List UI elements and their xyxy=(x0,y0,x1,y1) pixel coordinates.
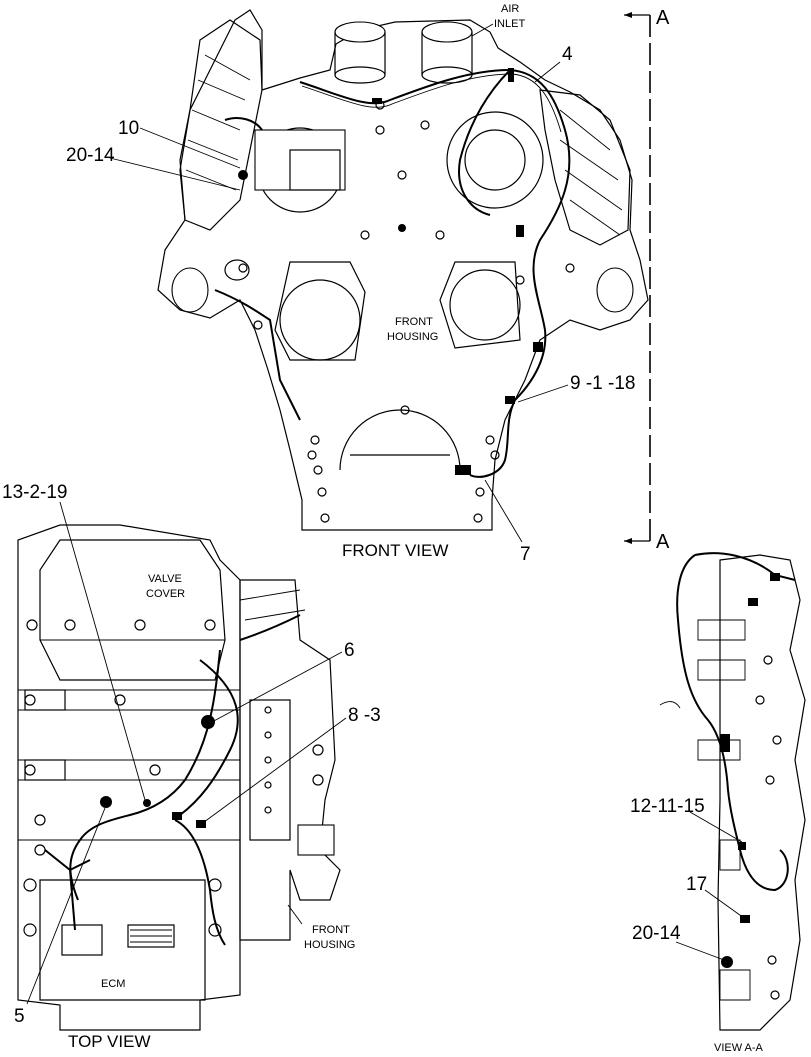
left-sensor xyxy=(171,267,209,313)
top-front-housing xyxy=(239,579,341,941)
leader-20-14-aa xyxy=(675,941,725,961)
ecm-label: ECM xyxy=(101,978,125,990)
top-front-housing-label-1: FRONT xyxy=(312,924,350,936)
center-cover-inner xyxy=(289,149,341,191)
leader-17 xyxy=(704,889,745,919)
air-inlet-tubes xyxy=(334,21,473,84)
front-clips xyxy=(238,68,543,475)
top-front-housing-label-2: HOUSING xyxy=(304,939,355,951)
view-aa-harness xyxy=(676,554,789,892)
callout-13-2-19: 13-2-19 xyxy=(2,482,68,503)
leader-13-2-19 xyxy=(59,501,146,801)
ecm-connector-right xyxy=(127,924,175,948)
crank-opening xyxy=(339,409,461,471)
callout-6: 6 xyxy=(344,640,355,661)
air-inlet-label-1: AIR xyxy=(501,3,519,15)
leader-10 xyxy=(139,127,241,169)
right-port-flange xyxy=(439,261,521,349)
callout-7: 7 xyxy=(520,544,531,565)
front-view-title: FRONT VIEW xyxy=(342,541,448,560)
callout-12-11-15: 12-11-15 xyxy=(630,796,705,817)
top-tube xyxy=(239,589,306,621)
callout-5: 5 xyxy=(14,1006,25,1027)
right-pulley-inner xyxy=(464,129,526,191)
section-mark-bottom: A xyxy=(656,531,670,553)
leader-4 xyxy=(534,61,561,83)
callout-8-3: 8 -3 xyxy=(348,705,381,726)
valve-cover-label-1: VALVE xyxy=(148,573,182,585)
head-block-2 xyxy=(24,759,66,781)
view-aa-clips xyxy=(720,573,780,968)
air-inlet-label-2: INLET xyxy=(494,18,525,30)
view-aa-outline xyxy=(717,554,806,1031)
callout-20-14-front: 20-14 xyxy=(66,145,115,166)
front-housing-boss xyxy=(297,824,335,856)
leader-5 xyxy=(26,807,106,1005)
front-harness xyxy=(299,68,571,478)
leader-6 xyxy=(211,651,343,723)
head-bank-lines xyxy=(18,689,240,841)
left-grommet xyxy=(224,259,250,281)
callout-20-14-aa: 20-14 xyxy=(632,923,681,944)
top-engine-outline xyxy=(17,524,241,1031)
air-inlet-leader xyxy=(471,23,494,37)
right-pulley-boss xyxy=(446,111,544,209)
top-view: VALVE COVER ECM FRONT HOUSING 13-2-19 6 … xyxy=(2,482,381,1051)
front-housing-plate xyxy=(249,699,291,841)
top-harness-2 xyxy=(179,659,239,816)
callout-9-1-18: 9 -1 -18 xyxy=(570,373,635,394)
top-harness-3 xyxy=(174,819,226,946)
ecm-mount-2 xyxy=(23,923,37,937)
top-front-housing-leader xyxy=(287,904,303,925)
leader-12-11-15 xyxy=(689,811,743,843)
right-sensor xyxy=(596,267,634,313)
view-aa-bolts xyxy=(755,655,782,1000)
left-bank-detail xyxy=(185,54,251,191)
valve-cover-label-2: COVER xyxy=(146,588,185,600)
section-line-aa: A A xyxy=(624,7,670,553)
left-bank xyxy=(179,19,263,231)
valve-cover-bolts xyxy=(24,619,216,856)
view-aa-title: VIEW A-A xyxy=(714,1042,764,1054)
right-bank xyxy=(539,89,631,246)
front-housing-outline xyxy=(157,9,649,531)
ecm-mount-4 xyxy=(208,923,222,937)
front-view: AIR INLET FRONT HOUSING 4 10 20-14 9 -1 … xyxy=(66,3,649,565)
valve-cover xyxy=(39,539,226,681)
top-view-title: TOP VIEW xyxy=(68,1032,151,1051)
callout-4: 4 xyxy=(562,44,573,65)
front-housing-label-1: FRONT xyxy=(395,316,433,328)
left-port-flange xyxy=(274,261,366,361)
center-cover xyxy=(254,129,346,191)
front-harness-2 xyxy=(301,73,562,133)
right-bank-detail xyxy=(559,109,623,236)
section-mark-top: A xyxy=(656,7,670,29)
view-aa-panels xyxy=(697,619,751,1001)
leader-8-3 xyxy=(199,717,347,826)
head-block-1 xyxy=(24,689,66,711)
bolt-holes xyxy=(238,100,575,523)
front-harness-branch xyxy=(458,69,511,216)
callout-17: 17 xyxy=(686,874,707,895)
ecm-connector-pins xyxy=(130,929,172,943)
view-aa-clip-loop xyxy=(659,701,681,709)
front-housing-label-2: HOUSING xyxy=(387,331,438,343)
leader-7 xyxy=(484,479,523,543)
right-port xyxy=(449,269,521,341)
leader-9-1-18 xyxy=(517,384,569,403)
view-aa: 12-11-15 17 20-14 VIEW A-A xyxy=(630,552,806,1054)
left-port xyxy=(279,279,361,361)
ecm-outline xyxy=(39,879,206,1001)
ecm-mount-1 xyxy=(23,878,37,892)
ecm-connector-left xyxy=(61,924,103,956)
callout-10: 10 xyxy=(118,118,139,139)
ecm-mount-3 xyxy=(208,878,222,892)
leader-20-14-front xyxy=(109,157,241,191)
front-housing-holes xyxy=(264,706,324,814)
top-clips xyxy=(100,715,215,828)
left-harness xyxy=(214,117,301,421)
